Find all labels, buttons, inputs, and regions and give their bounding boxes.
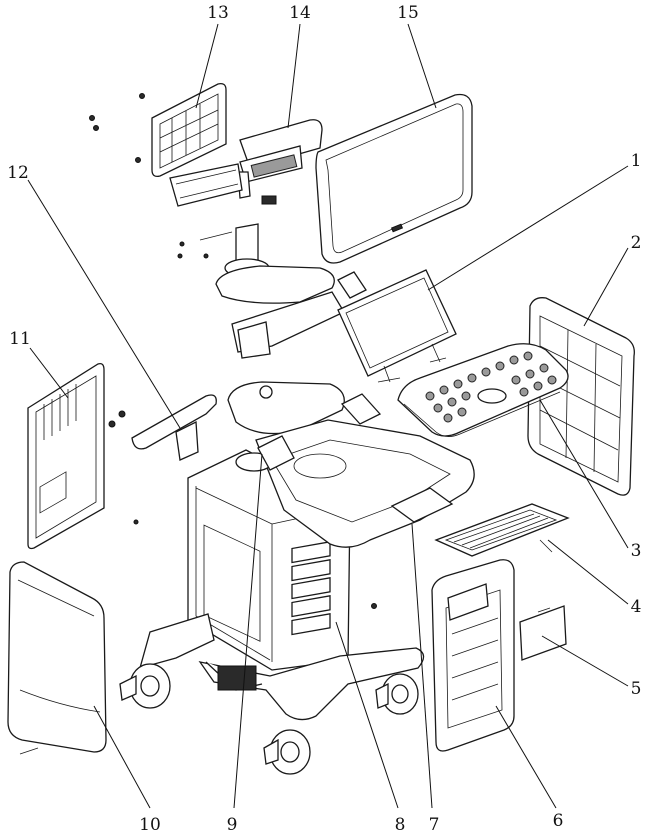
label-5: 5 [631,679,642,699]
caster-rear-right [375,673,419,715]
caster-front-left [119,663,171,709]
part-3-control-panel [397,343,569,437]
label-14: 14 [289,3,311,23]
caster-front-right [263,729,311,775]
part-7-top-frame [227,381,475,548]
label-4: 4 [631,597,642,617]
label-15: 15 [397,3,419,23]
part-2-side-panel [527,297,635,496]
upper-bracket [231,271,367,359]
part-11-left-panel [27,362,105,550]
label-1: 1 [631,151,642,171]
connector-rack [291,541,331,636]
leader-lines [27,23,629,809]
label-13: 13 [207,3,229,23]
part-14-monitor-arm [169,119,323,207]
part-5-card [519,605,567,661]
label-12: 12 [7,163,29,183]
part-4-keyboard-tray [434,503,570,557]
label-7: 7 [429,815,440,835]
label-9: 9 [227,815,238,835]
part-13-rear-cover [89,82,227,178]
label-10: 10 [139,815,161,835]
label-8: 8 [395,815,406,835]
base-with-casters [119,613,425,775]
part-15-monitor [315,93,473,264]
arm-column [177,223,335,304]
part-10-front-cover [7,561,107,755]
part-12-handle [108,394,217,461]
label-11: 11 [9,329,31,349]
label-3: 3 [631,541,642,561]
part-1-touch-screen [337,269,457,383]
label-2: 2 [631,233,642,253]
part-labels: 13 14 15 12 1 2 11 3 4 5 6 7 8 9 10 [7,3,641,835]
label-6: 6 [553,811,564,831]
part-6-rear-panel [431,559,515,752]
